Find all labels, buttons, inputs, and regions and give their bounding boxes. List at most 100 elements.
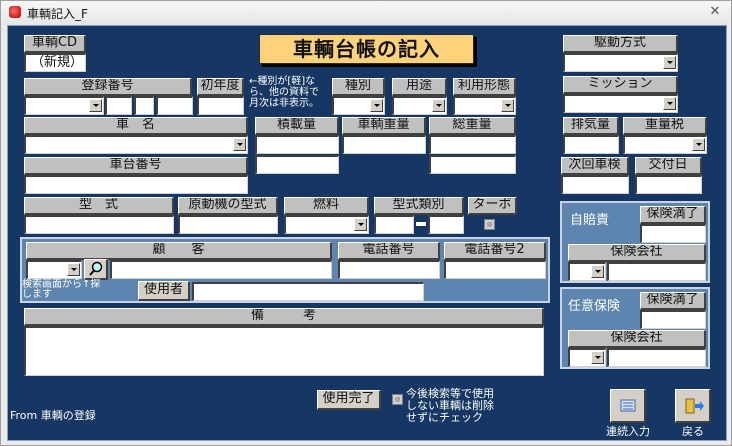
gross-weight-field[interactable]: [429, 135, 516, 154]
vehicle-name-label: 車 名: [24, 117, 248, 135]
remarks-label: 備 考: [24, 308, 544, 326]
back-caption: 戻る: [682, 425, 704, 438]
compulsory-expiry-label: 保険満了: [640, 206, 706, 224]
user-button[interactable]: 使用者: [138, 281, 190, 301]
vehicle-cd-field[interactable]: （新規）: [24, 53, 86, 72]
turbo-checkbox[interactable]: [484, 219, 495, 230]
displacement-field[interactable]: [563, 135, 619, 154]
chevron-down-icon[interactable]: [501, 99, 514, 112]
chevron-down-icon[interactable]: [89, 99, 102, 112]
fuel-combo[interactable]: [284, 215, 369, 234]
issue-date-field[interactable]: [635, 175, 702, 194]
engine-model-field[interactable]: [178, 215, 278, 234]
usage-label: 用途: [392, 78, 447, 96]
model-class-field-2[interactable]: [428, 215, 464, 234]
exit-door-icon: [685, 398, 704, 414]
chassis-number-field[interactable]: [24, 175, 248, 194]
chevron-down-icon[interactable]: [663, 97, 676, 110]
transmission-label: ミッション: [563, 76, 678, 94]
app-car-icon: [9, 6, 21, 18]
customer-label: 顧 客: [26, 242, 332, 260]
model-field[interactable]: [24, 215, 174, 234]
user-field[interactable]: [192, 282, 424, 301]
voluntary-company-label: 保険会社: [568, 330, 706, 348]
customer-panel: 顧 客 検索画面から↑探します 使用者 電話番号 電話番号2: [20, 237, 550, 303]
close-icon[interactable]: ✕: [709, 4, 721, 19]
remarks-textarea[interactable]: [24, 326, 544, 376]
compulsory-company-combo[interactable]: [568, 262, 606, 281]
use-complete-checkbox[interactable]: [392, 394, 403, 405]
next-inspection-field[interactable]: [561, 175, 629, 194]
chevron-down-icon[interactable]: [591, 351, 604, 364]
chevron-down-icon[interactable]: [233, 138, 246, 151]
weight-tax-combo[interactable]: [623, 135, 707, 154]
chevron-down-icon[interactable]: [432, 99, 445, 112]
chevron-down-icon[interactable]: [591, 265, 604, 278]
load-capacity-field[interactable]: [255, 135, 339, 154]
phone-field[interactable]: [338, 260, 440, 279]
customer-name-field[interactable]: [110, 260, 332, 279]
source-label: From 車輌の登録: [10, 409, 96, 422]
customer-code-combo[interactable]: [26, 260, 82, 279]
first-year-field[interactable]: [197, 96, 244, 115]
titlebar: 車輌記入_F ✕: [1, 1, 731, 25]
form-body: 車輌CD （新規） 車輌台帳の記入 登録番号 初年度 ←種別が[軽]なら、他の資…: [7, 25, 727, 441]
turbo-label: ターボ: [468, 197, 517, 215]
model-label: 型 式: [24, 197, 174, 215]
registration-number-field[interactable]: [156, 96, 193, 115]
issue-date-label: 交付日: [635, 157, 702, 175]
voluntary-company-combo[interactable]: [568, 348, 606, 367]
phone2-label: 電話番号2: [444, 242, 546, 260]
registration-kana-field[interactable]: [134, 96, 154, 115]
back-button[interactable]: [675, 389, 711, 423]
category-combo[interactable]: [332, 96, 385, 115]
usage-combo[interactable]: [392, 96, 447, 115]
voluntary-insurance-panel: 任意保険 保険満了 保険会社: [560, 287, 710, 369]
vehicle-name-combo[interactable]: [24, 135, 248, 154]
phone2-field[interactable]: [444, 260, 546, 279]
chevron-down-icon[interactable]: [692, 138, 705, 151]
compulsory-company-label: 保険会社: [568, 244, 706, 262]
compulsory-insurance-title: 自賠責: [570, 213, 610, 228]
drive-type-combo[interactable]: [563, 53, 678, 72]
gross-weight-field-2[interactable]: [429, 155, 516, 174]
customer-search-hint: 検索画面から↑探します: [22, 279, 101, 300]
chevron-down-icon[interactable]: [663, 56, 676, 69]
use-complete-button[interactable]: 使用完了: [317, 390, 381, 410]
page-title: 車輌台帳の記入: [259, 34, 474, 64]
kei-category-note: ←種別が[軽]なら、他の資料で月次は非表示。: [249, 76, 319, 109]
customer-search-button[interactable]: [84, 259, 108, 280]
chassis-number-label: 車台番号: [24, 157, 248, 175]
next-inspection-label: 次回車検: [561, 157, 629, 175]
first-year-label: 初年度: [197, 78, 244, 96]
category-label: 種別: [332, 78, 385, 96]
voluntary-company-name[interactable]: [607, 348, 706, 367]
vehicle-weight-field[interactable]: [342, 135, 426, 154]
gross-weight-label: 総重量: [429, 117, 516, 135]
chevron-down-icon[interactable]: [370, 99, 383, 112]
continuous-entry-button[interactable]: [610, 389, 646, 423]
chevron-down-icon[interactable]: [354, 218, 367, 231]
compulsory-company-name[interactable]: [607, 262, 706, 281]
model-class-field-1[interactable]: [374, 215, 414, 234]
registration-region-combo[interactable]: [24, 96, 104, 115]
voluntary-expiry-field[interactable]: [640, 310, 706, 329]
weight-tax-label: 重量税: [623, 117, 707, 135]
displacement-label: 排気量: [563, 117, 619, 135]
fuel-label: 燃料: [284, 197, 369, 215]
form-icon: [620, 399, 636, 412]
engine-model-label: 原動機の型式: [178, 197, 278, 215]
continuous-entry-caption: 連続入力: [606, 425, 650, 438]
compulsory-expiry-field[interactable]: [640, 224, 706, 243]
transmission-combo[interactable]: [563, 94, 678, 113]
utilization-combo[interactable]: [453, 96, 516, 115]
vehicle-cd-label: 車輌CD: [24, 35, 86, 53]
chevron-down-icon[interactable]: [67, 263, 80, 276]
load-capacity-field-2[interactable]: [255, 155, 339, 174]
registration-label: 登録番号: [24, 78, 192, 96]
voluntary-expiry-label: 保険満了: [640, 292, 706, 310]
utilization-label: 利用形態: [453, 78, 516, 96]
registration-class-field[interactable]: [105, 96, 132, 115]
magnifier-icon: [88, 261, 102, 276]
compulsory-insurance-panel: 自賠責 保険満了 保険会社: [560, 201, 710, 283]
